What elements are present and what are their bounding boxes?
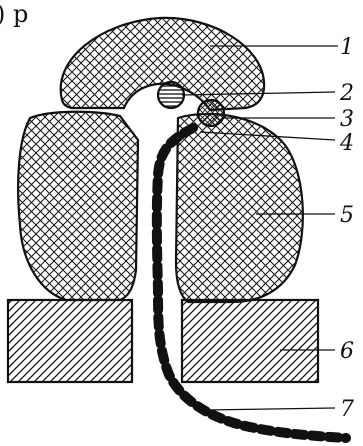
callout-7: 7 (340, 397, 354, 422)
striped-particle (158, 82, 184, 108)
partial-header-text: ) p (0, 0, 28, 28)
hatched-sphere (198, 100, 224, 126)
callout-3: 3 (340, 107, 354, 132)
callout-2: 2 (339, 81, 354, 106)
callout-6: 6 (340, 339, 354, 364)
callout-1: 1 (340, 35, 354, 60)
callout-labels: 1 2 3 4 5 6 7 (339, 35, 354, 422)
callout-5: 5 (340, 203, 354, 228)
callout-4: 4 (339, 131, 354, 156)
